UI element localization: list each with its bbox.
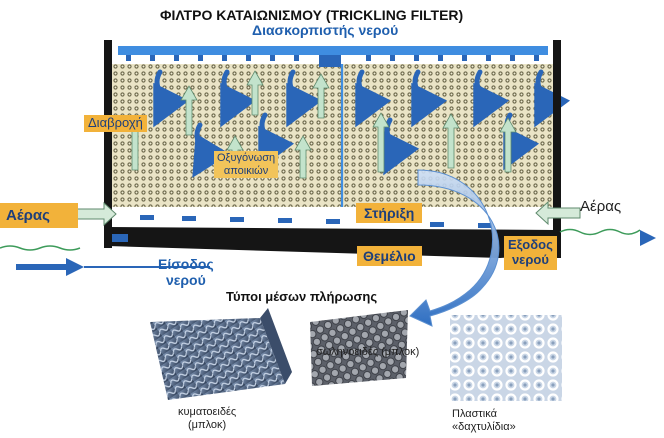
outlet-label: Εξοδος νερού	[504, 236, 557, 270]
rings-caption-line2: «δαχτυλίδια»	[452, 421, 516, 434]
foundation-label: Θεμέλιο	[357, 246, 422, 266]
inlet-label: Είσοδος νερού	[158, 256, 214, 288]
diagram-title: ΦΙΛΤΡΟ ΚΑΤΑΙΩΝΙΣΜΟΥ (TRICKLING FILTER)	[160, 7, 463, 23]
rings-caption-line1: Πλαστικά	[452, 408, 516, 421]
right-outlet-line	[560, 230, 640, 235]
tubular-caption-line1: σωληνοειδές (μπλοκ)	[316, 346, 419, 359]
oxygenation-label: Οξυγόνωση αποικιών	[214, 151, 278, 178]
corrugated-media-image	[150, 308, 292, 400]
right-wall	[553, 40, 561, 258]
corrugated-media-caption: κυματοειδές (μπλοκ)	[178, 406, 236, 431]
media-types-label: Τύποι μέσων πλήρωσης	[226, 290, 377, 305]
distributor-pipe	[118, 46, 548, 55]
rings-media-caption: Πλαστικά «δαχτυλίδια»	[452, 408, 516, 433]
oxygenation-line2: αποικιών	[217, 165, 275, 178]
filter-media-bed	[110, 64, 554, 207]
inlet-block	[112, 234, 128, 242]
air-left-label: Αέρας	[0, 203, 78, 228]
oxygenation-line1: Οξυγόνωση	[217, 152, 275, 165]
outlet-line1: Εξοδος	[508, 238, 553, 253]
distributor-hub	[319, 55, 341, 67]
wetting-label: Διαβροχή	[84, 115, 147, 132]
support-label: Στήριξη	[356, 203, 422, 223]
plastic-rings-image	[450, 315, 562, 401]
distributor-label: Διασκορπιστής νερού	[252, 22, 398, 38]
outlet-water-arrow	[640, 230, 656, 246]
left-ground-line	[0, 246, 80, 250]
air-right-label: Αέρας	[580, 198, 621, 215]
corrugated-caption-line1: κυματοειδές	[178, 406, 236, 419]
inlet-line2: νερού	[158, 272, 214, 288]
tubular-media-caption: σωληνοειδές (μπλοκ)	[316, 346, 419, 359]
corrugated-caption-line2: (μπλοκ)	[178, 419, 236, 432]
outlet-line2: νερού	[508, 253, 553, 268]
foundation-floor	[108, 227, 556, 258]
inlet-line1: Είσοδος	[158, 256, 214, 272]
